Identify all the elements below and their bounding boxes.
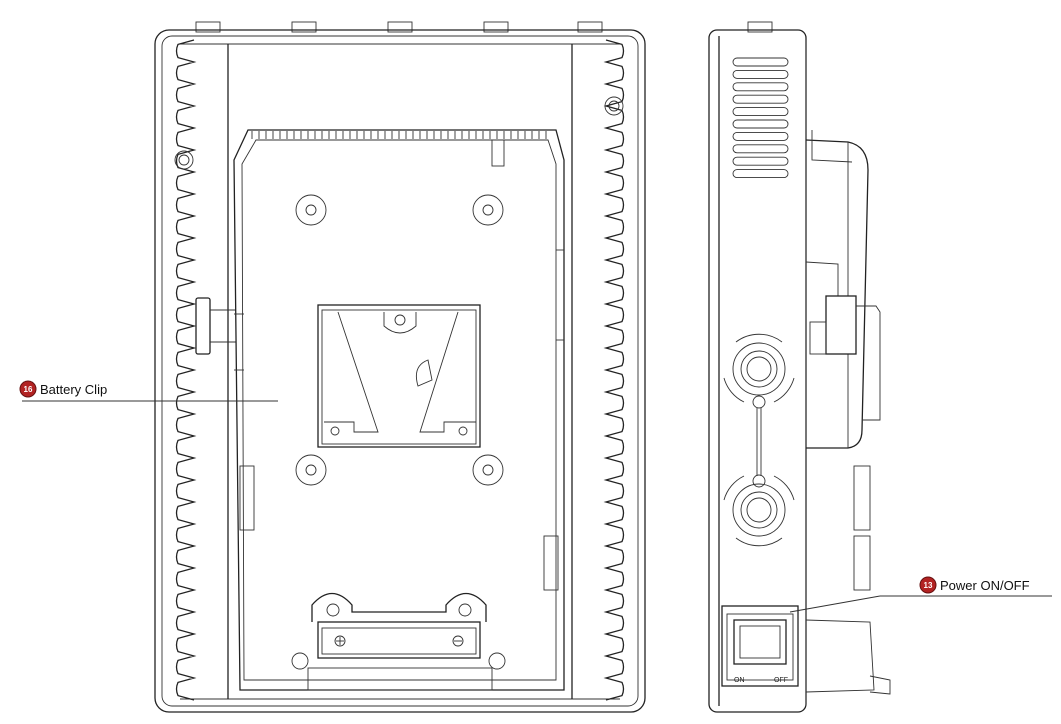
plate-screw [472, 454, 504, 486]
v-mount-plate [317, 304, 481, 448]
side-screw-left [174, 150, 194, 170]
vent-slot [732, 69, 789, 79]
vent-slot [732, 94, 789, 104]
vent-slot [732, 144, 789, 154]
cooling-fin-right [603, 39, 625, 701]
rear-view [154, 21, 646, 713]
vent-slot [732, 131, 789, 141]
side-screw-right [604, 96, 624, 116]
plate-slot-right [543, 535, 559, 591]
vent-slot [732, 57, 789, 67]
top-tabs [195, 21, 603, 33]
callout-marker [919, 576, 937, 594]
plate-screw [295, 454, 327, 486]
plate-slot-left [239, 465, 255, 531]
vent-slot [732, 156, 789, 166]
callout-label: Power ON/OFF [940, 578, 1030, 593]
callout-power-switch: 13 Power ON/OFF [789, 576, 1052, 613]
battery-plate [233, 129, 565, 691]
vent-slots [732, 57, 789, 179]
cooling-fin-left [175, 39, 197, 701]
connector-upper [723, 333, 795, 403]
callout-battery-clip: 16 Battery Clip [19, 380, 278, 402]
battery-release-latch [291, 592, 506, 691]
callout-marker [19, 380, 37, 398]
switch-off-label: OFF [774, 677, 788, 684]
plate-top-ridges [251, 131, 547, 139]
vent-slot [732, 82, 789, 92]
side-view: ON OFF [708, 21, 891, 713]
plate-screw [472, 194, 504, 226]
callout-label: Battery Clip [40, 382, 107, 397]
connector-lower [723, 475, 795, 547]
housing-outline [154, 29, 646, 713]
power-switch[interactable]: ON OFF [721, 605, 799, 687]
callout-number: 16 [24, 385, 33, 394]
switch-on-label: ON [734, 677, 745, 684]
side-latch [195, 297, 211, 355]
vent-slot [732, 119, 789, 129]
plate-screw [295, 194, 327, 226]
vent-slot [732, 107, 789, 117]
callout-number: 13 [924, 581, 933, 590]
vent-slot [732, 169, 789, 179]
side-latch-profile [825, 295, 857, 355]
